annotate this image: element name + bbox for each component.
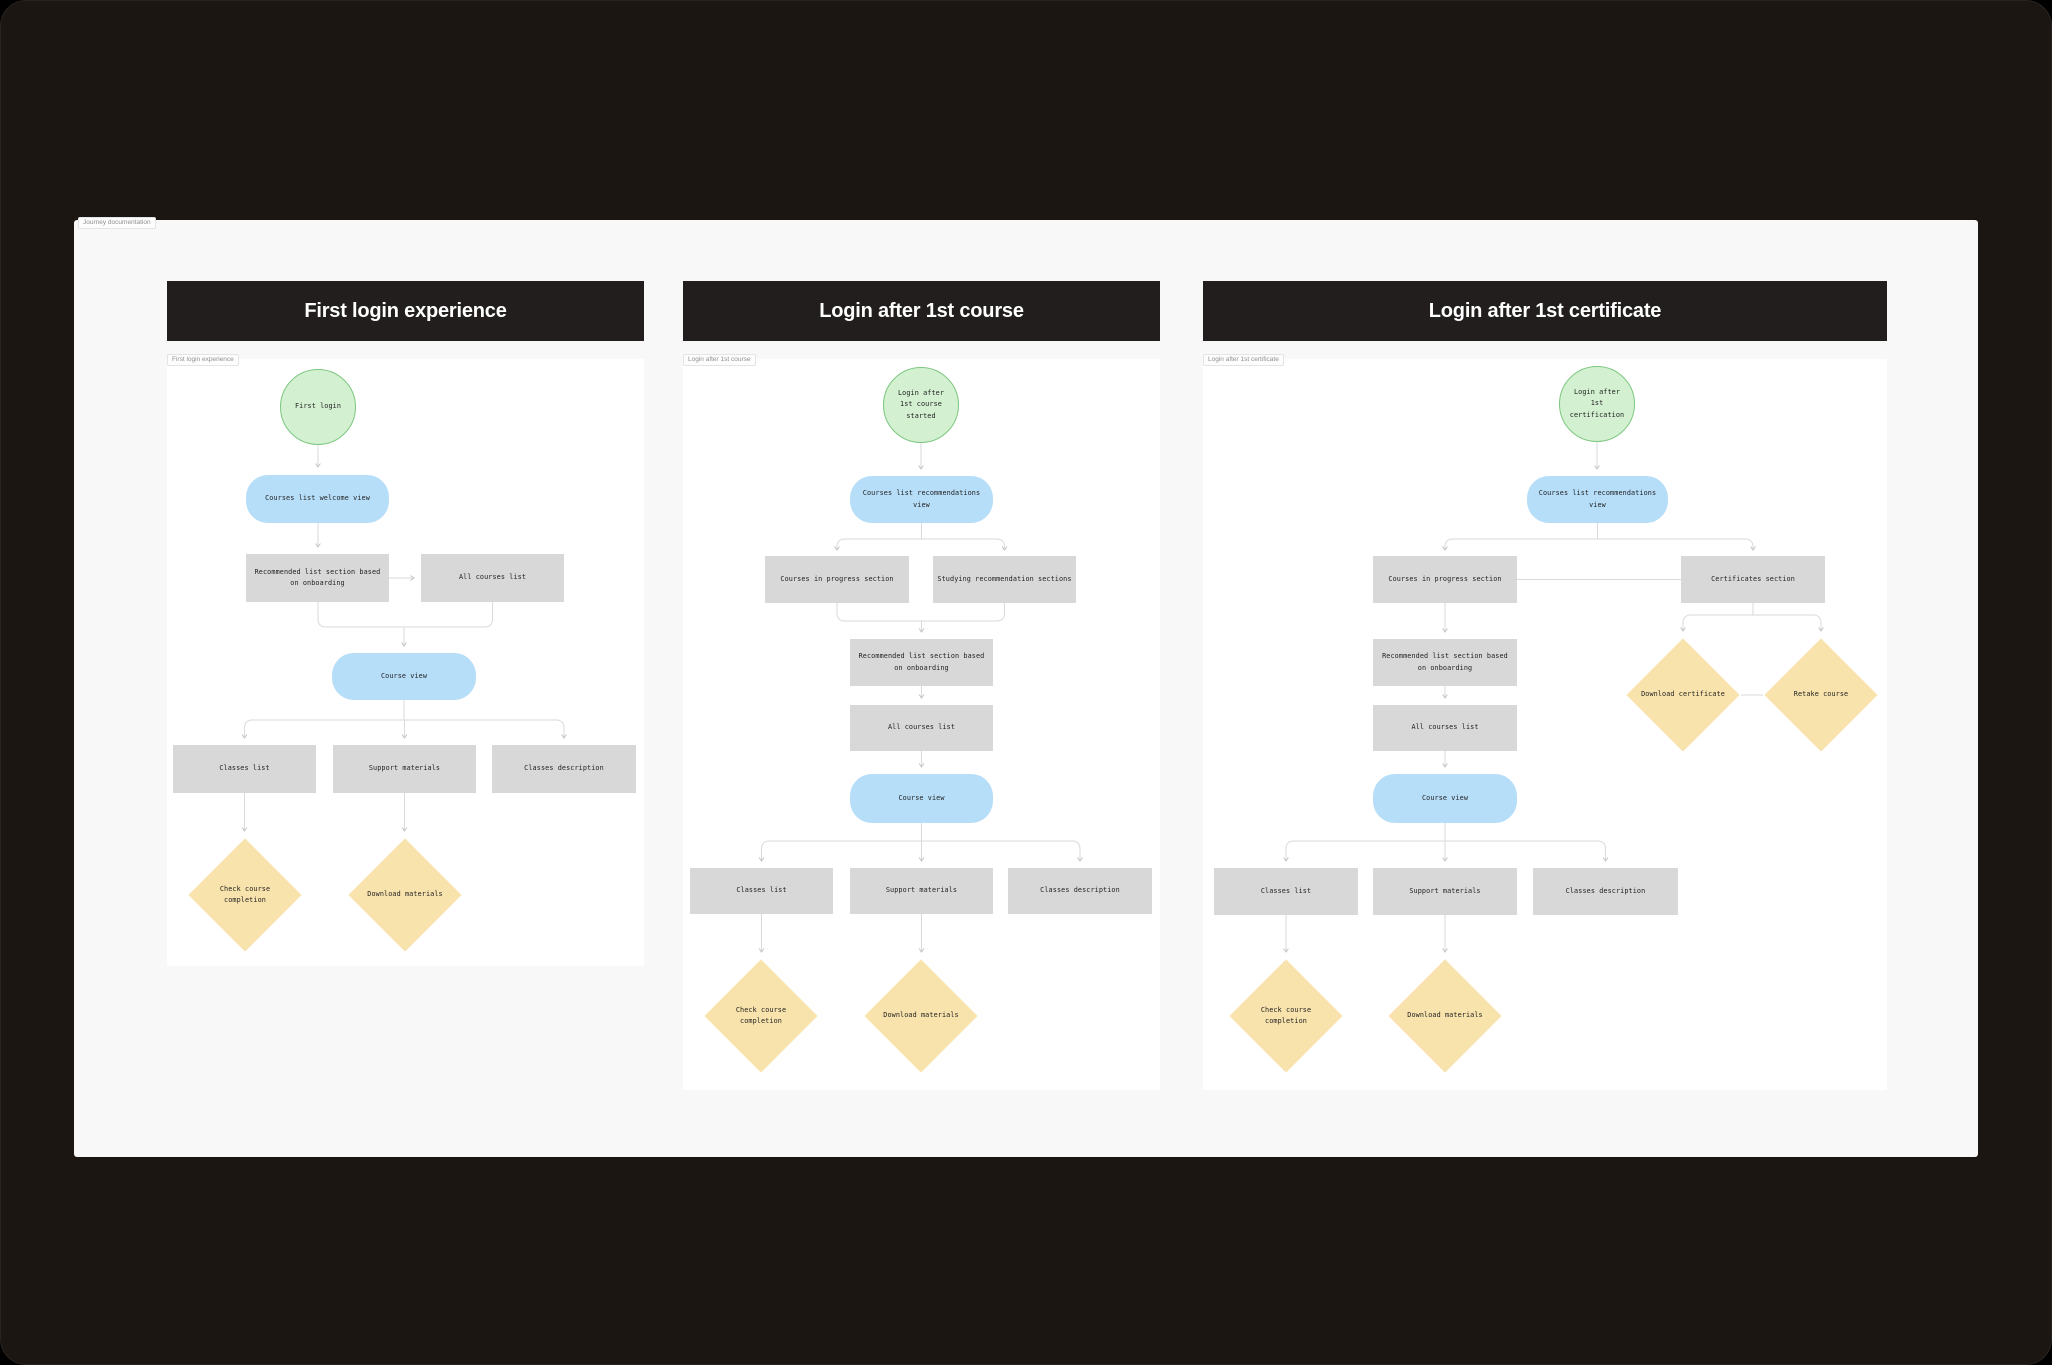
- node-recommended-section[interactable]: Recommended list section based on onboar…: [850, 639, 993, 686]
- node-download-materials[interactable]: Download materials: [1388, 959, 1502, 1073]
- node-studying-recommendation[interactable]: Studying recommendation sections: [933, 556, 1076, 603]
- connector-lines: [1283, 442, 1824, 953]
- node-classes-description[interactable]: Classes description: [1008, 868, 1152, 914]
- node-course-view[interactable]: Course view: [850, 774, 993, 823]
- node-support-materials[interactable]: Support materials: [1373, 868, 1517, 915]
- node-check-completion[interactable]: Check course completion: [188, 838, 302, 952]
- node-start[interactable]: Login after 1st certification: [1559, 366, 1635, 442]
- title-text: Login after 1st certificate: [1428, 299, 1662, 322]
- title-text: Login after 1st course: [819, 299, 1024, 322]
- node-download-materials[interactable]: Download materials: [864, 959, 978, 1073]
- node-classes-description[interactable]: Classes description: [492, 745, 636, 793]
- node-start[interactable]: First login: [280, 369, 356, 445]
- node-check-completion[interactable]: Check course completion: [704, 959, 818, 1073]
- node-courses-in-progress[interactable]: Courses in progress section: [1373, 556, 1517, 603]
- node-classes-list[interactable]: Classes list: [690, 868, 833, 914]
- connector-lines: [758, 443, 1083, 953]
- node-download-certificate[interactable]: Download certificate: [1626, 638, 1740, 752]
- flow-frame-first-login[interactable]: First login experience First login Cours…: [167, 354, 644, 966]
- node-support-materials[interactable]: Support materials: [850, 868, 993, 914]
- design-canvas: Journey documentation First login experi…: [74, 217, 1978, 1157]
- node-welcome-view[interactable]: Courses list welcome view: [246, 475, 389, 523]
- frame-name-label[interactable]: Login after 1st certificate: [1203, 354, 1284, 366]
- connector-lines: [241, 445, 567, 832]
- title-text: First login experience: [304, 299, 507, 322]
- node-recommended-section[interactable]: Recommended list section based on onboar…: [1373, 639, 1517, 686]
- node-all-courses[interactable]: All courses list: [1373, 705, 1517, 751]
- node-courses-in-progress[interactable]: Courses in progress section: [765, 556, 909, 603]
- node-support-materials[interactable]: Support materials: [333, 745, 476, 793]
- title-card-after-first-certificate[interactable]: Login after 1st certificate: [1203, 281, 1887, 341]
- node-recommendations-view[interactable]: Courses list recommendations view: [850, 476, 993, 523]
- node-check-completion[interactable]: Check course completion: [1229, 959, 1343, 1073]
- node-classes-description[interactable]: Classes description: [1533, 868, 1678, 915]
- node-certificates-section[interactable]: Certificates section: [1681, 556, 1825, 603]
- node-classes-list[interactable]: Classes list: [173, 745, 316, 793]
- node-course-view[interactable]: Course view: [332, 653, 476, 700]
- frame-name-label[interactable]: Login after 1st course: [683, 354, 756, 366]
- node-recommendations-view[interactable]: Courses list recommendations view: [1527, 476, 1668, 523]
- flow-frame-after-first-course[interactable]: Login after 1st course Login after 1st c…: [683, 354, 1160, 1090]
- node-recommended-section[interactable]: Recommended list section based on onboar…: [246, 554, 389, 602]
- node-course-view[interactable]: Course view: [1373, 774, 1517, 823]
- node-classes-list[interactable]: Classes list: [1214, 868, 1358, 915]
- node-all-courses[interactable]: All courses list: [850, 705, 993, 751]
- title-card-first-login[interactable]: First login experience: [167, 281, 644, 341]
- node-retake-course[interactable]: Retake course: [1764, 638, 1878, 752]
- node-download-materials[interactable]: Download materials: [348, 838, 462, 952]
- flow-frame-after-first-certificate[interactable]: Login after 1st certificate: [1203, 354, 1887, 1090]
- canvas-frame-name-label[interactable]: Journey documentation: [78, 217, 156, 229]
- node-start[interactable]: Login after 1st course started: [883, 367, 959, 443]
- node-all-courses[interactable]: All courses list: [421, 554, 564, 602]
- title-card-after-first-course[interactable]: Login after 1st course: [683, 281, 1160, 341]
- frame-name-label[interactable]: First login experience: [167, 354, 239, 366]
